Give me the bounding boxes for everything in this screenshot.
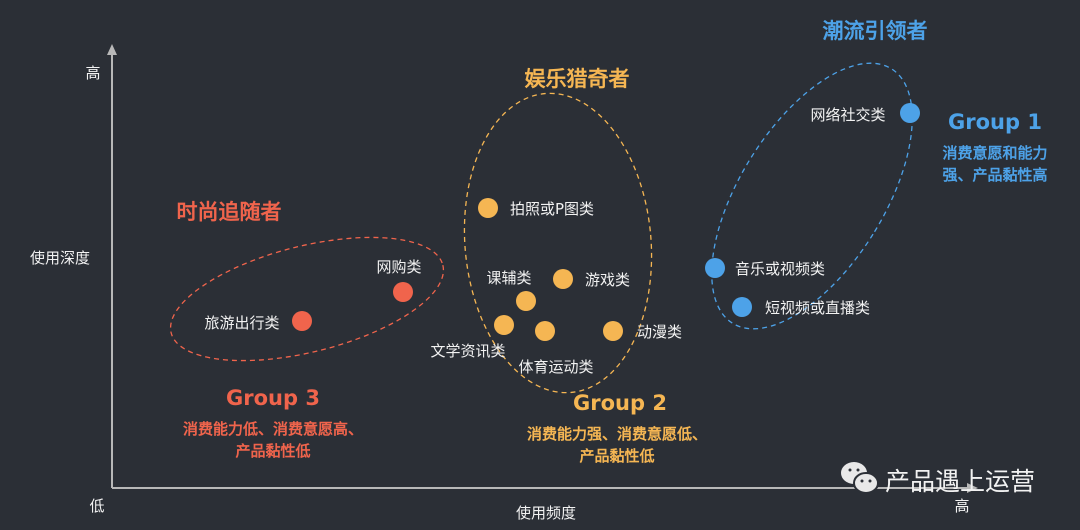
- point-short-video: [732, 297, 752, 317]
- y-axis-label: 使用深度: [30, 249, 90, 267]
- group-1-ellipse: [711, 62, 913, 330]
- group-3: 时尚追随者 网购类 旅游出行类 Group 3 消费能力低、消费意愿高、 产品黏…: [169, 200, 445, 460]
- group-3-ellipse: [169, 236, 445, 362]
- x-axis-label: 使用频度: [516, 504, 576, 522]
- group-2-desc: 消费能力强、消费意愿低、: [527, 425, 707, 443]
- group-1-desc: 强、产品黏性高: [942, 166, 1047, 184]
- point-anime: [603, 321, 623, 341]
- point-games: [553, 269, 573, 289]
- watermark-text: 产品遇上运营: [885, 467, 1035, 496]
- group-2-name: Group 2: [573, 391, 667, 415]
- point-label: 旅游出行类: [204, 314, 279, 332]
- point-literature: [494, 315, 514, 335]
- point-label: 文学资讯类: [430, 342, 505, 360]
- point-label: 游戏类: [585, 271, 630, 289]
- group-2-desc: 产品黏性低: [579, 447, 654, 465]
- point-label: 课辅类: [486, 269, 531, 287]
- group-3-title: 时尚追随者: [177, 200, 282, 224]
- point-label: 体育运动类: [518, 358, 593, 376]
- x-axis-arrow-icon: [967, 483, 978, 493]
- point-label: 网购类: [376, 258, 421, 276]
- group-3-desc: 产品黏性低: [235, 442, 310, 460]
- group-3-name: Group 3: [226, 386, 320, 410]
- point-online-shopping: [393, 282, 413, 302]
- point-label: 音乐或视频类: [735, 260, 825, 278]
- origin-low-label: 低: [89, 497, 104, 515]
- point-music-video: [705, 258, 725, 278]
- group-2-ellipse: [463, 92, 653, 394]
- x-high-label: 高: [954, 497, 969, 515]
- y-high-label: 高: [85, 64, 100, 82]
- group-2-title: 娱乐猎奇者: [525, 67, 630, 91]
- group-1-title: 潮流引领者: [823, 19, 928, 43]
- point-tutoring: [516, 291, 536, 311]
- group-3-desc: 消费能力低、消费意愿高、: [183, 420, 363, 438]
- group-1-desc: 消费意愿和能力: [942, 144, 1047, 162]
- group-2: 娱乐猎奇者 拍照或P图类 游戏类 课辅类 文学资讯类 体育运动类 动漫类 Gro…: [430, 67, 707, 465]
- axes: 高 使用深度 低 使用频度 高: [30, 44, 978, 522]
- point-label: 短视频或直播类: [765, 299, 870, 317]
- group-1-name: Group 1: [948, 110, 1042, 134]
- point-label: 动漫类: [637, 323, 682, 341]
- wechat-icon: [841, 462, 879, 494]
- group-1: 潮流引领者 网络社交类 音乐或视频类 短视频或直播类 Group 1 消费意愿和…: [705, 19, 1048, 330]
- point-label: 网络社交类: [810, 106, 885, 124]
- point-photo: [478, 198, 498, 218]
- y-axis-arrow-icon: [107, 44, 117, 55]
- point-sports: [535, 321, 555, 341]
- point-social: [900, 103, 920, 123]
- watermark: 产品遇上运营: [841, 462, 1035, 496]
- point-travel: [292, 311, 312, 331]
- point-label: 拍照或P图类: [510, 200, 594, 218]
